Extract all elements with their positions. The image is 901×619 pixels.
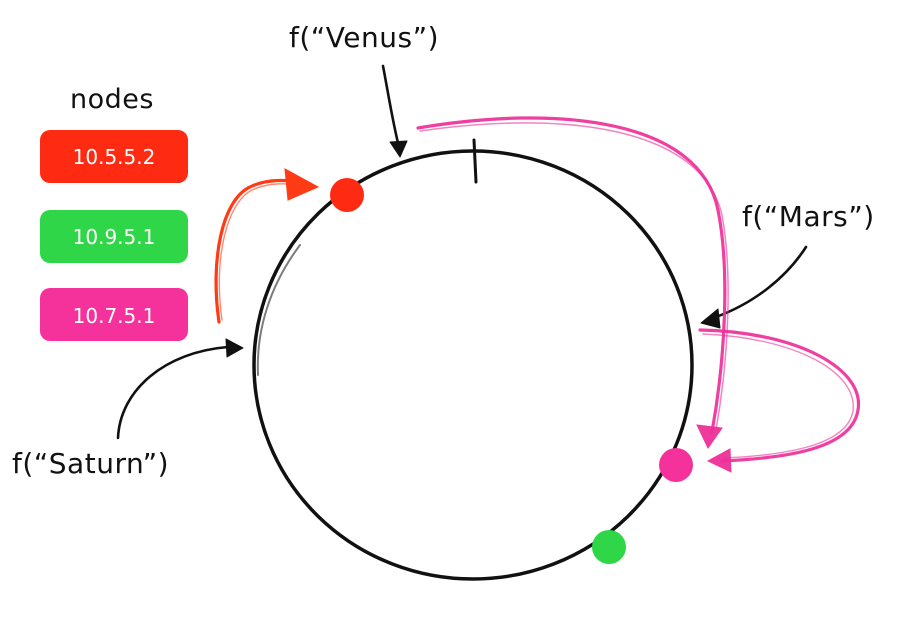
legend-node-1-swatch: [40, 130, 188, 183]
venus-to-pink-node-path: [416, 116, 727, 434]
ring-origin-tick: [472, 138, 478, 184]
key-saturn-arrow: [116, 345, 230, 440]
mars-to-pink-node-arrowhead: [706, 448, 732, 473]
hash-ring-sketch-stroke: [256, 244, 301, 376]
key-venus-arrowhead: [389, 140, 408, 158]
legend-node-2-label: 10.9.5.1: [73, 225, 156, 249]
key-mars-arrowhead: [700, 308, 721, 329]
key-mars-label: f(“Mars”): [742, 200, 875, 233]
legend-node-2: 10.9.5.1: [40, 210, 188, 263]
key-saturn-arrowhead: [225, 338, 244, 358]
mars-to-pink-node-path: [698, 328, 861, 463]
ring-node-red: [330, 178, 364, 212]
key-mars-arrow: [714, 245, 808, 319]
saturn-to-red-node-path: [214, 178, 306, 324]
legend-node-3-label: 10.7.5.1: [73, 304, 156, 328]
legend-node-1-label: 10.5.5.2: [73, 145, 156, 169]
ring-node-green: [592, 530, 626, 564]
key-saturn-label: f(“Saturn”): [12, 447, 169, 480]
key-venus-arrow: [381, 64, 400, 145]
legend-node-3-swatch: [40, 288, 188, 341]
mars-to-pink-node-path-sketch: [702, 333, 854, 459]
legend-node-2-swatch: [40, 210, 188, 263]
legend-node-3: 10.7.5.1: [40, 288, 188, 341]
key-venus-label: f(“Venus”): [289, 21, 439, 54]
legend-title: nodes: [70, 84, 154, 115]
saturn-to-red-node-arrowhead: [284, 168, 320, 201]
hash-ring: [252, 149, 694, 581]
legend-node-1: 10.5.5.2: [40, 130, 188, 183]
venus-to-pink-node-arrowhead: [696, 424, 723, 449]
venus-to-pink-node-path-sketch: [419, 122, 729, 431]
ring-node-pink: [659, 448, 693, 482]
saturn-to-red-node-path-sketch: [218, 183, 303, 321]
